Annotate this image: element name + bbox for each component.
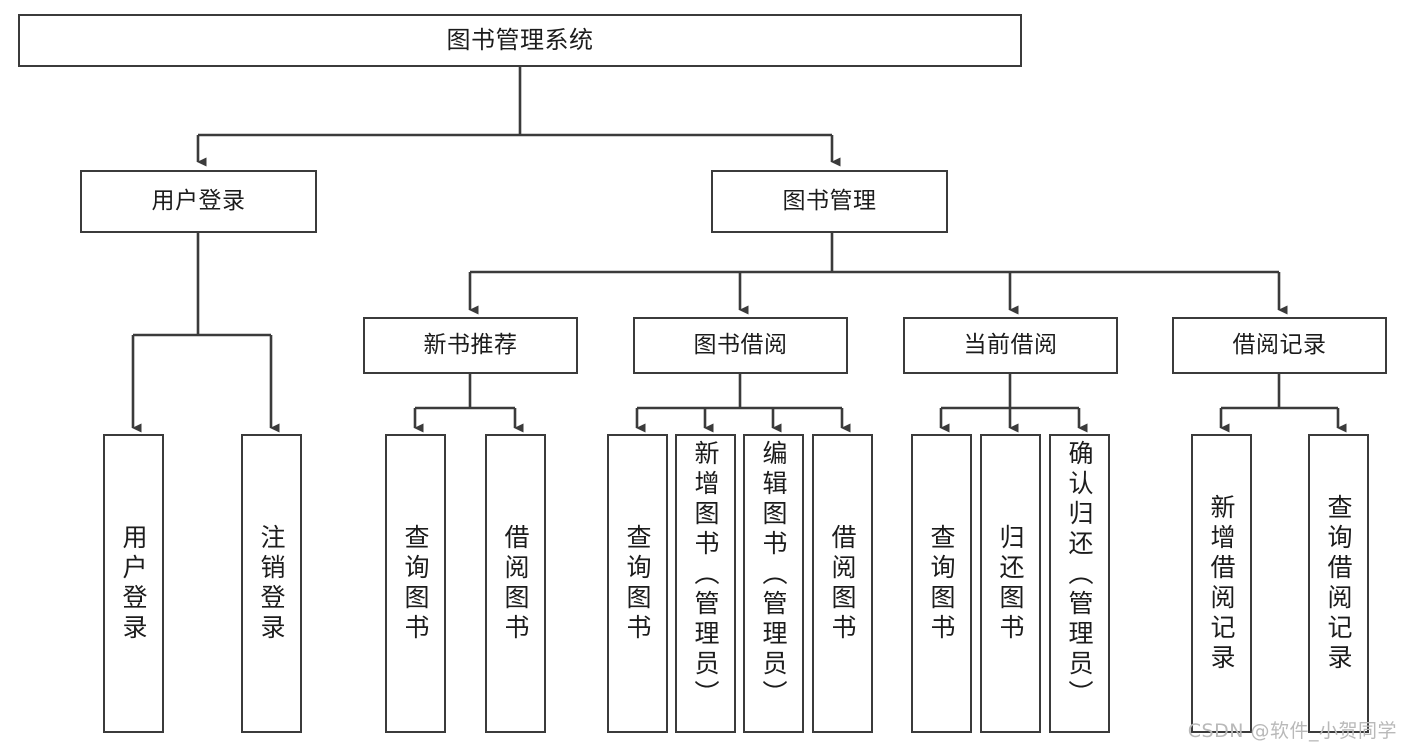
leaf-query-borrow-record[interactable]: 查询借阅记录: [1308, 434, 1369, 733]
leaf-label: 新增借阅记录: [1207, 493, 1236, 674]
node-user-login[interactable]: 用户登录: [80, 170, 317, 233]
node-label: 借阅记录: [1232, 331, 1327, 358]
node-book-management[interactable]: 图书管理: [711, 170, 948, 233]
leaf-borrow-book[interactable]: 借阅图书: [812, 434, 873, 733]
node-label: 图书管理系统: [446, 26, 594, 55]
leaf-label: 借阅图书: [501, 523, 530, 644]
leaf-label: 查询图书: [623, 523, 652, 644]
leaf-label: 查询图书: [927, 523, 956, 644]
node-book-management-system[interactable]: 图书管理系统: [18, 14, 1022, 67]
leaf-label: 用户登录: [119, 523, 148, 644]
node-label: 图书借阅: [693, 331, 788, 358]
leaf-label: 编辑图书（管理员）: [759, 440, 788, 710]
leaf-query-book-borrow[interactable]: 查询图书: [607, 434, 668, 733]
leaf-edit-book-admin[interactable]: 编辑图书（管理员）: [743, 434, 804, 733]
leaf-label: 确认归还（管理员）: [1065, 440, 1094, 710]
leaf-logout[interactable]: 注销登录: [241, 434, 302, 733]
leaf-label: 新增图书（管理员）: [691, 440, 720, 710]
node-new-book-recommend[interactable]: 新书推荐: [363, 317, 578, 374]
leaf-label: 归还图书: [996, 523, 1025, 644]
leaf-add-book-admin[interactable]: 新增图书（管理员）: [675, 434, 736, 733]
leaf-label: 查询借阅记录: [1324, 493, 1353, 674]
leaf-user-login[interactable]: 用户登录: [103, 434, 164, 733]
node-borrow-record[interactable]: 借阅记录: [1172, 317, 1387, 374]
leaf-label: 注销登录: [257, 523, 286, 644]
leaf-add-borrow-record[interactable]: 新增借阅记录: [1191, 434, 1252, 733]
node-label: 图书管理: [782, 187, 877, 214]
leaf-query-book-current[interactable]: 查询图书: [911, 434, 972, 733]
node-book-borrow[interactable]: 图书借阅: [633, 317, 848, 374]
node-current-borrow[interactable]: 当前借阅: [903, 317, 1118, 374]
leaf-label: 借阅图书: [828, 523, 857, 644]
node-label: 当前借阅: [963, 331, 1058, 358]
leaf-label: 查询图书: [401, 523, 430, 644]
leaf-query-book-recommend[interactable]: 查询图书: [385, 434, 446, 733]
leaf-borrow-book-recommend[interactable]: 借阅图书: [485, 434, 546, 733]
leaf-return-book[interactable]: 归还图书: [980, 434, 1041, 733]
node-label: 新书推荐: [423, 331, 518, 358]
watermark: CSDN @软件_小贺同学: [1187, 720, 1397, 742]
node-label: 用户登录: [151, 187, 246, 214]
leaf-confirm-return-admin[interactable]: 确认归还（管理员）: [1049, 434, 1110, 733]
